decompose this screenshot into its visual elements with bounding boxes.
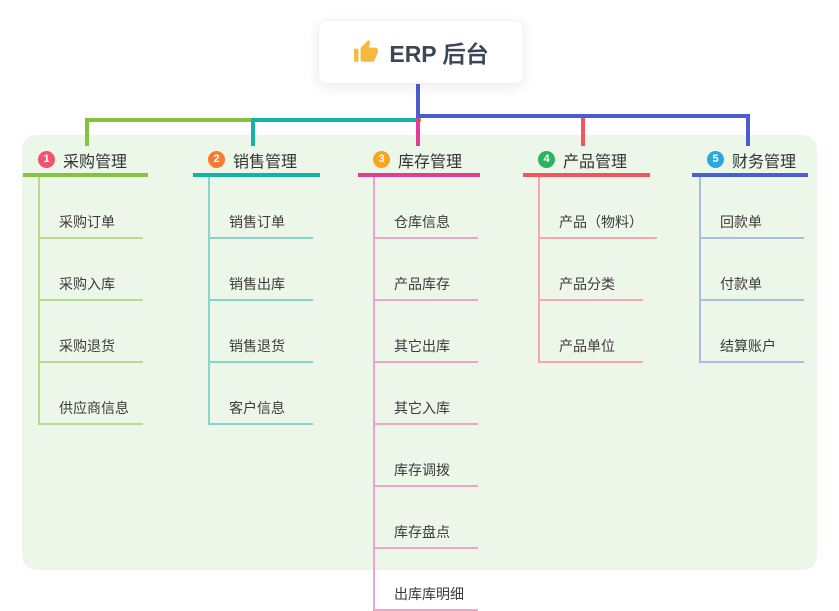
child-item[interactable]: 供应商信息 (40, 363, 143, 425)
connector-line (416, 118, 420, 146)
connector-line (746, 114, 750, 146)
branch-children-2: 销售订单销售出库销售退货客户信息 (208, 177, 313, 425)
branch-children-4: 产品（物料）产品分类产品单位 (538, 177, 657, 363)
child-item[interactable]: 产品单位 (540, 301, 643, 363)
child-item[interactable]: 其它出库 (375, 301, 478, 363)
child-item[interactable]: 产品分类 (540, 239, 643, 301)
root-node-erp[interactable]: ERP 后台 (318, 20, 524, 84)
branch-header-5[interactable]: 5 财务管理 (692, 146, 808, 177)
child-item[interactable]: 付款单 (701, 239, 804, 301)
branch-number-badge: 1 (38, 151, 55, 168)
branch-title: 销售管理 (233, 153, 298, 171)
child-item[interactable]: 仓库信息 (375, 177, 478, 239)
branch-header-3[interactable]: 3 库存管理 (358, 146, 480, 177)
child-item[interactable]: 回款单 (701, 177, 804, 239)
child-item[interactable]: 出库库明细 (375, 549, 478, 611)
branch-header-2[interactable]: 2 销售管理 (193, 146, 320, 177)
child-item[interactable]: 销售退货 (210, 301, 313, 363)
branch-children-5: 回款单付款单结算账户 (699, 177, 804, 363)
child-item[interactable]: 采购订单 (40, 177, 143, 239)
child-item[interactable]: 产品（物料） (540, 177, 657, 239)
child-item[interactable]: 产品库存 (375, 239, 478, 301)
branch-title: 产品管理 (563, 153, 628, 171)
branch-children-3: 仓库信息产品库存其它出库其它入库库存调拨库存盘点出库库明细 (373, 177, 478, 611)
branch-number-badge: 3 (373, 151, 390, 168)
branch-title: 财务管理 (732, 153, 797, 171)
child-item[interactable]: 采购入库 (40, 239, 143, 301)
branch-children-1: 采购订单采购入库采购退货供应商信息 (38, 177, 143, 425)
child-item[interactable]: 销售订单 (210, 177, 313, 239)
thumbs-up-icon (354, 40, 379, 62)
child-item[interactable]: 销售出库 (210, 239, 313, 301)
connector-line (581, 114, 585, 146)
connector-line (416, 82, 420, 118)
child-item[interactable]: 采购退货 (40, 301, 143, 363)
connector-line (85, 118, 89, 146)
child-item[interactable]: 客户信息 (210, 363, 313, 425)
root-title: ERP 后台 (389, 41, 489, 67)
connector-line (251, 118, 416, 122)
branch-title: 采购管理 (63, 153, 128, 171)
branches-panel (22, 135, 817, 570)
connector-line (416, 114, 750, 118)
child-item[interactable]: 库存盘点 (375, 487, 478, 549)
child-item[interactable]: 库存调拨 (375, 425, 478, 487)
branch-number-badge: 4 (538, 151, 555, 168)
branch-header-1[interactable]: 1 采购管理 (23, 146, 148, 177)
child-item[interactable]: 其它入库 (375, 363, 478, 425)
branch-number-badge: 2 (208, 151, 225, 168)
connector-line (251, 118, 255, 146)
branch-header-4[interactable]: 4 产品管理 (523, 146, 650, 177)
branch-title: 库存管理 (398, 153, 463, 171)
branch-number-badge: 5 (707, 151, 724, 168)
child-item[interactable]: 结算账户 (701, 301, 804, 363)
